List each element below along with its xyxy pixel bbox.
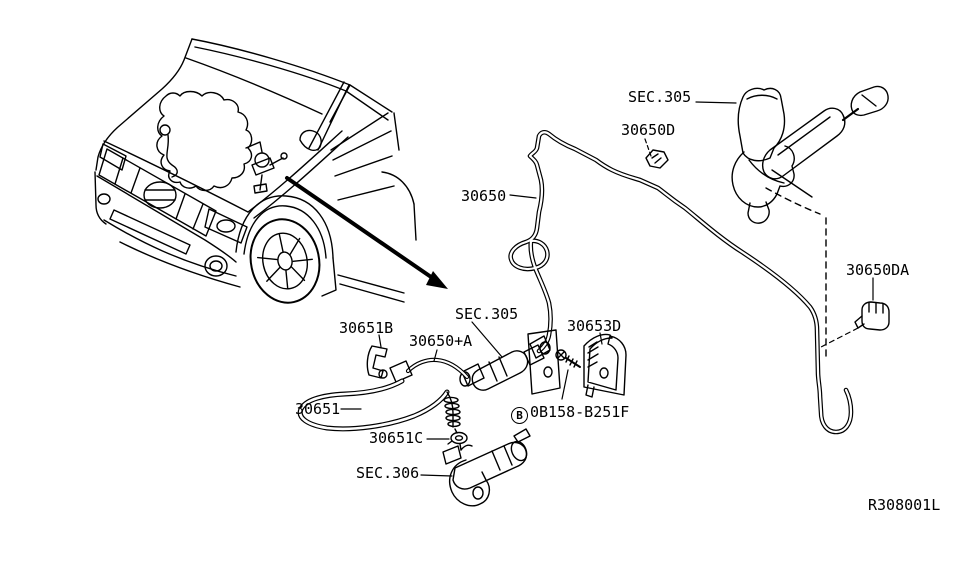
label-30650d: 30650D xyxy=(621,121,676,139)
grommet-30651c xyxy=(447,431,468,451)
label-30651: 30651 xyxy=(295,400,341,418)
clip-30651b xyxy=(366,345,388,379)
pointer-arrow xyxy=(285,176,448,289)
circled-b-icon: B xyxy=(511,407,528,424)
clip-30650da xyxy=(854,301,890,331)
clutch-master-cylinder xyxy=(731,85,889,224)
clutch-damper-assembly xyxy=(459,329,561,395)
clip-30650d xyxy=(645,149,669,169)
clutch-tube-30650 xyxy=(508,129,854,435)
label-sec305-damper: SEC.305 xyxy=(455,305,519,323)
label-30651b: 30651B xyxy=(339,319,394,337)
truck-illustration xyxy=(94,38,417,304)
label-30653d: 30653D xyxy=(567,317,622,335)
clutch-tube-30650a xyxy=(378,357,470,383)
clutch-hose-30651 xyxy=(297,378,461,434)
clutch-slave-cylinder xyxy=(442,428,531,507)
label-30650a: 30650+A xyxy=(409,332,473,350)
label-sec306-slave: SEC.306 xyxy=(356,464,420,482)
leader-lines xyxy=(340,101,874,477)
label-30651c: 30651C xyxy=(369,429,424,447)
label-30650: 30650 xyxy=(461,187,507,205)
label-sec305-master: SEC.305 xyxy=(628,88,692,106)
label-30650da: 30650DA xyxy=(846,261,910,279)
bolt-part-number: 0B158-B251F xyxy=(530,403,630,421)
figure-reference-code: R308001L xyxy=(868,496,941,514)
bracket-30653d xyxy=(583,333,627,398)
bolt-0b158 xyxy=(555,349,581,368)
master-cylinder-dashed-link xyxy=(765,187,827,361)
